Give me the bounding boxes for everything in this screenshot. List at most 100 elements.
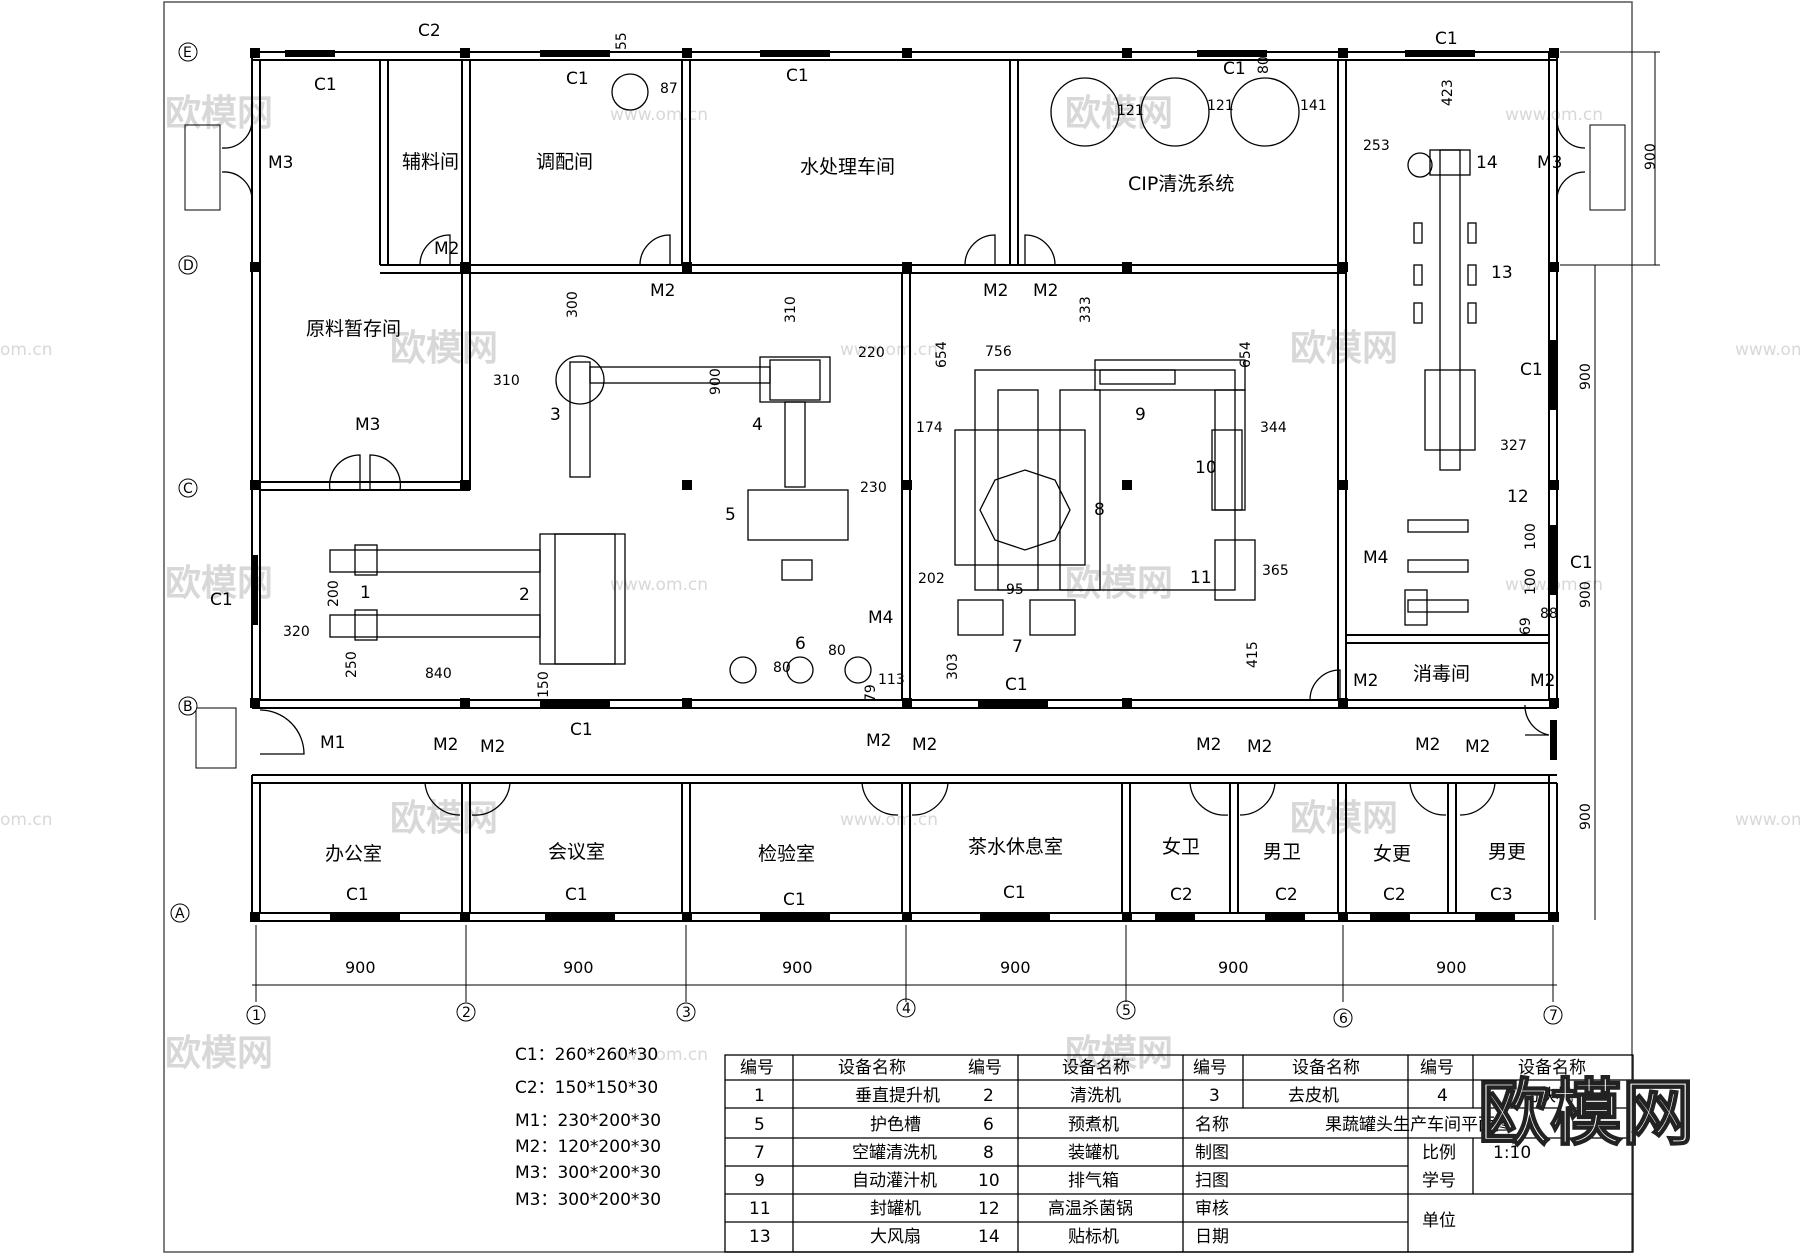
svg-text:高温杀菌锅: 高温杀菌锅 — [1048, 1199, 1133, 1219]
logo-watermark: 欧模网 — [1478, 1071, 1694, 1155]
svg-text:C1: C1 — [210, 590, 233, 610]
svg-text:C1: C1 — [1003, 883, 1026, 903]
structural-columns — [250, 48, 1559, 922]
svg-text:900: 900 — [563, 958, 594, 977]
svg-text:C2: C2 — [1170, 885, 1193, 905]
svg-text:80: 80 — [828, 643, 846, 659]
svg-text:95: 95 — [1006, 582, 1024, 598]
room-jianyan: 检验室 — [758, 843, 815, 865]
svg-text:www.om.cn: www.om.cn — [1735, 810, 1800, 830]
svg-text:150: 150 — [536, 671, 552, 698]
svg-text:202: 202 — [918, 571, 945, 587]
svg-text:13: 13 — [749, 1227, 771, 1247]
svg-text:4: 4 — [752, 415, 763, 435]
svg-text:C3: C3 — [1490, 885, 1513, 905]
svg-text:欧模网: 欧模网 — [1290, 798, 1398, 839]
svg-text:C1: C1 — [1570, 553, 1593, 573]
svg-text:M2: M2 — [480, 737, 505, 757]
svg-text:900: 900 — [1578, 581, 1594, 608]
room-cip: CIP清洗系统 — [1128, 173, 1234, 195]
svg-text:设备名称: 设备名称 — [1062, 1058, 1130, 1078]
svg-text:编号: 编号 — [1420, 1058, 1454, 1078]
svg-text:D: D — [183, 258, 194, 274]
svg-text:4: 4 — [1437, 1086, 1448, 1106]
room-xiaodu: 消毒间 — [1413, 663, 1470, 685]
svg-text:7: 7 — [1012, 637, 1023, 657]
svg-text:900: 900 — [345, 958, 376, 977]
svg-text:垂直提升机: 垂直提升机 — [855, 1086, 940, 1106]
svg-text:大风扇: 大风扇 — [870, 1227, 921, 1247]
svg-text:12: 12 — [1507, 487, 1529, 507]
svg-text:C1: C1 — [570, 720, 593, 740]
svg-text:7: 7 — [754, 1143, 765, 1163]
svg-text:M2: M2 — [1415, 735, 1440, 755]
svg-text:1: 1 — [360, 583, 371, 603]
svg-text:654: 654 — [1238, 341, 1254, 368]
svg-text:3: 3 — [550, 405, 561, 425]
svg-text:M1：230*200*30: M1：230*200*30 — [515, 1111, 661, 1131]
svg-text:M2: M2 — [983, 281, 1008, 301]
svg-text:护色槽: 护色槽 — [870, 1115, 921, 1135]
svg-text:M2: M2 — [650, 281, 675, 301]
svg-text:om.cn: om.cn — [0, 810, 53, 830]
svg-text:10: 10 — [978, 1171, 1000, 1191]
svg-text:10: 10 — [1195, 458, 1217, 478]
svg-text:2: 2 — [983, 1086, 994, 1106]
svg-text:C2: C2 — [1275, 885, 1298, 905]
svg-text:220: 220 — [858, 345, 885, 361]
svg-text:5: 5 — [1122, 1003, 1131, 1019]
svg-text:欧模网: 欧模网 — [1290, 328, 1398, 369]
opening-legend: C1：260*260*30 C2：150*150*30 M1：230*200*3… — [515, 1045, 661, 1210]
svg-text:9: 9 — [754, 1171, 765, 1191]
title-block: 名称 制图 扫图 审核 日期 果蔬罐头生产车间平面图 比例 1:10 学号 单位 — [1195, 1115, 1531, 1247]
room-yuanliao: 原料暂存间 — [306, 318, 401, 340]
svg-text:欧模网: 欧模网 — [390, 328, 498, 369]
svg-text:900: 900 — [1578, 803, 1594, 830]
svg-text:C1: C1 — [565, 885, 588, 905]
svg-text:M2: M2 — [1196, 735, 1221, 755]
svg-text:121: 121 — [1207, 98, 1234, 114]
svg-text:C1: C1 — [1223, 59, 1246, 79]
svg-text:设备名称: 设备名称 — [1518, 1058, 1586, 1078]
svg-text:装罐机: 装罐机 — [1068, 1143, 1119, 1163]
svg-text:87: 87 — [660, 81, 678, 97]
equipment-table-rows: 1 垂直提升机 2 清洗机 3 去皮机 4 切块机 5 护色槽 6 预煮机 7 … — [749, 1086, 1573, 1247]
svg-text:比例: 比例 — [1422, 1143, 1456, 1163]
drawing-title: 果蔬罐头生产车间平面图 — [1325, 1115, 1512, 1135]
svg-text:756: 756 — [985, 344, 1012, 360]
svg-text:A: A — [175, 906, 185, 922]
svg-text:M2: M2 — [1353, 671, 1378, 691]
svg-text:om.cn: om.cn — [0, 340, 53, 360]
svg-text:900: 900 — [1000, 958, 1031, 977]
svg-text:300: 300 — [565, 291, 581, 318]
svg-text:333: 333 — [1078, 296, 1094, 323]
svg-text:1: 1 — [754, 1086, 765, 1106]
svg-text:3: 3 — [682, 1005, 691, 1021]
svg-text:C1: C1 — [1520, 360, 1543, 380]
svg-text:C2: C2 — [418, 21, 441, 41]
svg-text:M2: M2 — [1465, 737, 1490, 757]
svg-text:www.om.cn: www.om.cn — [610, 105, 708, 125]
svg-text:3: 3 — [1209, 1086, 1220, 1106]
equipment-numbers: 1 2 3 4 5 6 7 8 9 10 11 12 13 14 — [360, 153, 1529, 657]
room-chashui: 茶水休息室 — [968, 836, 1063, 858]
room-fuliao: 辅料间 — [402, 151, 459, 173]
svg-text:www.om.cn: www.om.cn — [610, 1045, 708, 1065]
svg-text:C1: C1 — [314, 75, 337, 95]
svg-text:11: 11 — [749, 1199, 771, 1219]
svg-text:www.om.cn: www.om.cn — [1735, 340, 1800, 360]
right-dimension-line — [1560, 51, 1660, 920]
equipment-table-grid — [724, 1054, 1634, 1253]
svg-text:C2：150*150*30: C2：150*150*30 — [515, 1078, 658, 1098]
svg-text:欧模网: 欧模网 — [165, 1033, 273, 1074]
svg-text:M2: M2 — [433, 735, 458, 755]
svg-text:900: 900 — [782, 958, 813, 977]
svg-text:扫图: 扫图 — [1195, 1171, 1229, 1191]
svg-text:100: 100 — [1523, 568, 1539, 595]
svg-text:清洗机: 清洗机 — [1070, 1086, 1121, 1106]
room-nangeng: 男更 — [1488, 841, 1526, 863]
svg-text:预煮机: 预煮机 — [1068, 1115, 1119, 1135]
dimension-annotations: 55 87 121 121 141 80 423 253 900 300 310… — [283, 32, 1659, 977]
svg-text:制图: 制图 — [1195, 1143, 1229, 1163]
svg-text:80: 80 — [773, 660, 791, 676]
